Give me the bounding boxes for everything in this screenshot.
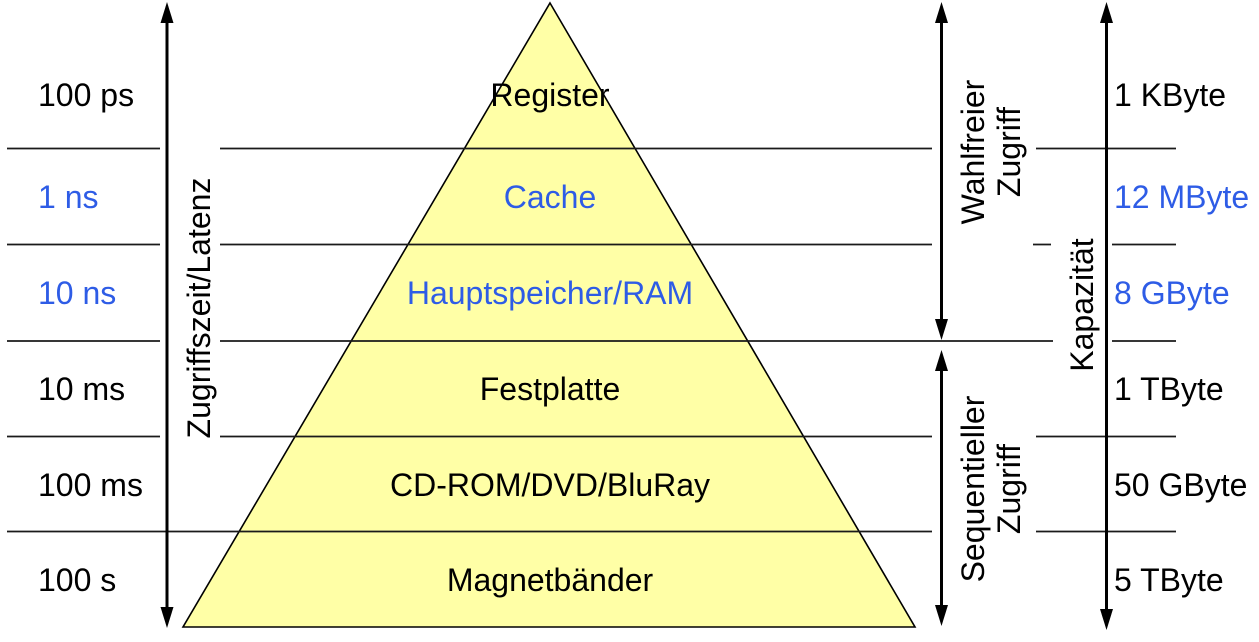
- capacity-label: 1 KByte: [1114, 77, 1227, 113]
- pyramid-level-label: Festplatte: [479, 371, 621, 407]
- access-time-label: 100 ps: [38, 77, 135, 113]
- pyramid-level-label: Cache: [503, 179, 597, 215]
- access-time-label: 10 ms: [38, 371, 126, 407]
- capacity-axis-label: Kapazität: [1064, 238, 1100, 372]
- capacity-axis-arrow: [1100, 2, 1113, 630]
- sequential-access-label: Sequentieller Zugriff: [955, 395, 1027, 583]
- latency-axis-label: Zugriffszeit/Latenz: [181, 177, 217, 439]
- random-access-arrow: [935, 2, 948, 340]
- access-time-label: 100 s: [38, 562, 117, 598]
- pyramid-level-label: Hauptspeicher/RAM: [406, 275, 694, 311]
- pyramid-level-label: Register: [490, 77, 610, 113]
- capacity-label: 50 GByte: [1114, 467, 1248, 503]
- capacity-label: 12 MByte: [1114, 179, 1250, 215]
- capacity-label: 5 TByte: [1114, 562, 1224, 598]
- memory-pyramid: [181, 1, 917, 628]
- capacity-label: 1 TByte: [1114, 371, 1224, 407]
- pyramid-level-label: CD-ROM/DVD/BluRay: [389, 467, 711, 503]
- access-time-label: 1 ns: [38, 179, 99, 215]
- latency-axis-arrow: [160, 2, 174, 628]
- access-time-label: 100 ms: [38, 467, 143, 503]
- random-access-label: Wahlfreier Zugriff: [955, 79, 1027, 225]
- pyramid-level-label: Magnetbänder: [446, 562, 654, 598]
- sequential-access-arrow: [935, 350, 948, 626]
- access-time-label: 10 ns: [38, 275, 117, 311]
- capacity-label: 8 GByte: [1114, 275, 1230, 311]
